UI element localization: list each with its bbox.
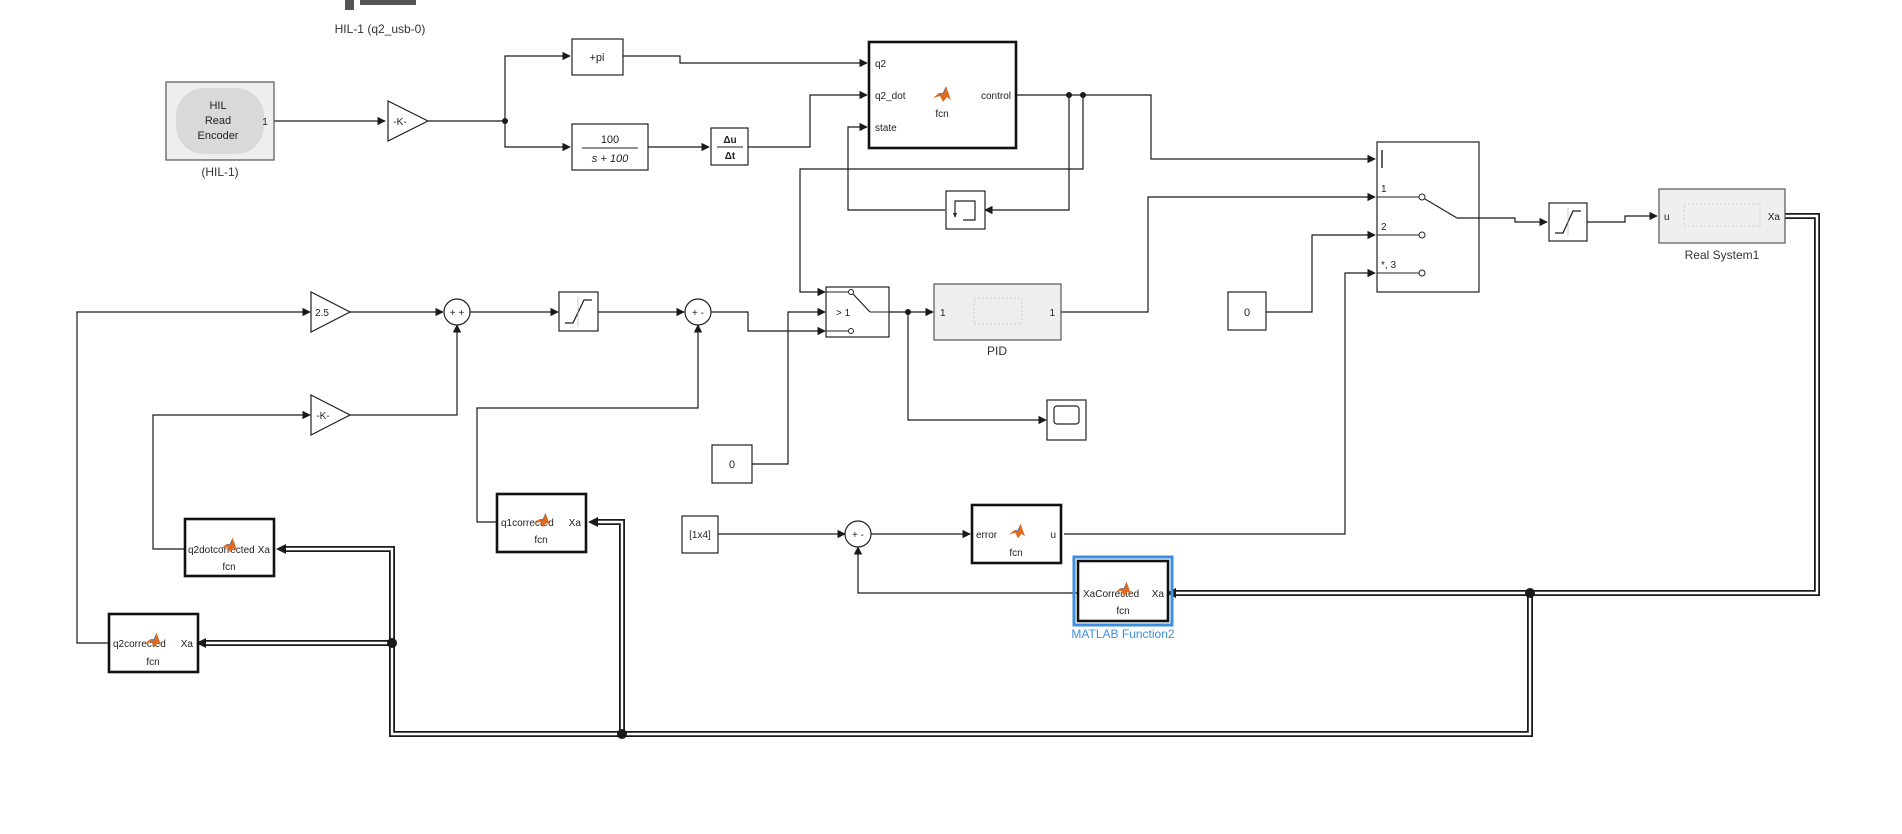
matlab-fcn-q1corrected[interactable]: q1corrected Xa fcn xyxy=(495,492,588,554)
saturation-left-icon xyxy=(565,299,592,324)
q2dot-fcn-in: q2dotcorrected xyxy=(188,545,255,556)
hil-top-caption: HIL-1 (q2_usb-0) xyxy=(335,22,426,36)
derivative-block[interactable]: Δu Δt xyxy=(710,127,749,166)
hil-label-2: Read xyxy=(205,115,231,127)
fcn-main-out-control: control xyxy=(981,91,1011,102)
mport-port2: 2 xyxy=(1381,222,1387,233)
error-fcn-out: u xyxy=(1050,530,1056,541)
bias-plus-pi-block[interactable]: +pi xyxy=(571,38,624,76)
hil-caption: (HIL-1) xyxy=(201,165,238,179)
xa-fcn-caption: MATLAB Function2 xyxy=(1071,627,1174,641)
q2-fcn-out: Xa xyxy=(181,639,194,650)
gain-block-mid[interactable]: -K- xyxy=(310,394,352,436)
real-system-caption: Real System1 xyxy=(1685,248,1760,262)
pid-controller-block[interactable]: 1 1 PID xyxy=(933,283,1062,358)
mport-port1: 1 xyxy=(1381,184,1387,195)
multiport-switch-block[interactable]: 1 2 *, 3 xyxy=(1376,141,1480,293)
constant-zero-right[interactable]: 0 xyxy=(1227,291,1267,331)
real-system-out: Xa xyxy=(1768,212,1781,223)
xa-fcn-out: Xa xyxy=(1152,589,1165,600)
fcn-main-name: fcn xyxy=(935,109,948,120)
sum3-signs: + - xyxy=(852,530,864,541)
q1-fcn-in: q1corrected xyxy=(501,518,554,529)
deriv-numerator: Δu xyxy=(723,135,736,146)
q1-fcn-name: fcn xyxy=(534,535,547,546)
reference-constant-block[interactable]: [1x4] xyxy=(681,515,719,554)
memory-icon xyxy=(953,213,957,218)
pid-out: 1 xyxy=(1049,308,1055,319)
fcn-main-in-state: state xyxy=(875,123,897,134)
error-fcn-in: error xyxy=(976,530,998,541)
q2-fcn-in: q2corrected xyxy=(113,639,166,650)
xa-fcn-name: fcn xyxy=(1116,606,1129,617)
gain-mid-label: -K- xyxy=(316,411,329,422)
real-system-subsystem[interactable]: u Xa Real System1 xyxy=(1658,188,1786,262)
saturation-block-left[interactable] xyxy=(558,291,599,332)
sum-block-3[interactable]: + - xyxy=(844,520,872,548)
hil-read-encoder-block[interactable]: HIL Read Encoder 1 (HIL-1) xyxy=(165,81,275,179)
transfer-function-block[interactable]: 100 s + 100 xyxy=(571,123,649,171)
pid-in: 1 xyxy=(940,308,946,319)
q2-fcn-name: fcn xyxy=(146,657,159,668)
switch-block[interactable]: > 1 xyxy=(825,286,890,338)
matlab-fcn-q2corrected[interactable]: q2corrected Xa fcn xyxy=(107,612,200,674)
switch-threshold: > 1 xyxy=(836,308,851,319)
hil-port: 1 xyxy=(262,117,268,128)
matlab-fcn-xacorrected[interactable]: XaCorrected Xa fcn MATLAB Function2 xyxy=(1071,555,1175,641)
fcn-main-in-q2: q2 xyxy=(875,59,887,70)
gain-top-label: -K- xyxy=(393,117,406,128)
constant-zero-mid[interactable]: 0 xyxy=(711,444,753,484)
q1-fcn-out: Xa xyxy=(569,518,582,529)
saturation-block-right[interactable] xyxy=(1548,202,1588,242)
error-fcn-name: fcn xyxy=(1009,548,1022,559)
hil-label-1: HIL xyxy=(209,100,226,112)
gain-block-top[interactable]: -K- xyxy=(387,100,430,142)
tf-numerator: 100 xyxy=(601,134,619,146)
matlab-fcn-main-block[interactable]: q2 q2_dot state control fcn xyxy=(867,40,1018,150)
matlab-fcn-error[interactable]: error u fcn xyxy=(970,503,1063,565)
sum-block-2[interactable]: + - xyxy=(684,298,712,326)
ref-value: [1x4] xyxy=(689,530,711,541)
sum-block-1[interactable]: + + xyxy=(443,298,471,326)
matlab-fcn-q2dotcorrected[interactable]: q2dotcorrected Xa fcn xyxy=(183,517,276,578)
real-system-in: u xyxy=(1664,212,1670,223)
signal-lines xyxy=(76,51,1658,644)
fcn-main-in-q2dot: q2_dot xyxy=(875,91,906,102)
xa-fcn-in: XaCorrected xyxy=(1083,589,1139,600)
mport-port3: *, 3 xyxy=(1381,260,1396,271)
bias-label: +pi xyxy=(590,52,605,64)
gain-25-label: 2.5 xyxy=(315,308,329,319)
sum2-signs: + - xyxy=(692,308,704,319)
deriv-denominator: Δt xyxy=(725,151,736,162)
const-right-value: 0 xyxy=(1244,307,1250,319)
hil-top-block[interactable]: HIL-1 (q2_usb-0) xyxy=(335,0,426,36)
const-mid-value: 0 xyxy=(729,459,735,471)
gain-block-25[interactable]: 2.5 xyxy=(310,291,352,333)
tf-denominator: s + 100 xyxy=(592,153,629,165)
scope-icon xyxy=(1053,405,1080,425)
scope-block[interactable] xyxy=(1046,399,1087,441)
pid-caption: PID xyxy=(987,344,1007,358)
hil-label-3: Encoder xyxy=(198,130,239,142)
memory-block[interactable] xyxy=(945,190,986,230)
sum1-signs: + + xyxy=(450,308,465,319)
bus-lines xyxy=(196,213,1820,739)
q2dot-fcn-name: fcn xyxy=(222,562,235,573)
q2dot-fcn-out: Xa xyxy=(258,545,271,556)
